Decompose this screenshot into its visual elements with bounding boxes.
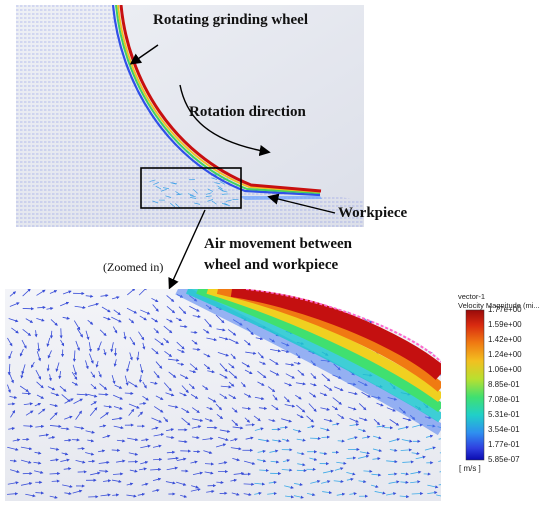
velocity-vector <box>412 493 423 494</box>
workpiece-label: Workpiece <box>338 205 407 222</box>
velocity-vector <box>441 341 446 345</box>
rotation-label: Rotation direction <box>189 104 306 121</box>
velocity-vector <box>442 308 449 314</box>
legend-unit: [ m/s ] <box>459 464 481 473</box>
velocity-vector <box>441 360 447 367</box>
velocity-vector <box>246 425 255 426</box>
legend-tick-label: 1.06e+00 <box>488 365 522 374</box>
velocity-vector <box>442 392 448 398</box>
air-movement-label-line1: Air movement between <box>204 236 352 253</box>
legend-title-line1: vector-1 <box>458 292 548 301</box>
color-legend <box>466 310 484 460</box>
legend-tick-label: 3.54e-01 <box>488 425 520 434</box>
velocity-vector <box>112 450 120 451</box>
velocity-vector <box>440 451 449 453</box>
velocity-vector <box>441 418 447 422</box>
velocity-vector <box>51 331 52 338</box>
velocity-vector <box>8 404 15 405</box>
legend-tick-label: 1.77e-01 <box>488 440 520 449</box>
legend-tick-label: 1.59e+00 <box>488 320 522 329</box>
legend-tick-label: 7.08e-01 <box>488 395 520 404</box>
velocity-vector <box>10 461 16 462</box>
zoomed-panel <box>5 288 450 501</box>
legend-tick-label: 5.31e-01 <box>488 410 520 419</box>
velocity-vector <box>440 375 447 376</box>
velocity-vector <box>440 470 450 472</box>
zoomed-in-label: (Zoomed in) <box>103 260 163 275</box>
velocity-vector <box>216 482 223 483</box>
air-movement-label-line2: wheel and workpiece <box>204 257 338 274</box>
legend-tick-label: 1.24e+00 <box>488 350 522 359</box>
legend-tick-label: 1.77e+00 <box>488 305 522 314</box>
legend-tick-label: 8.85e-01 <box>488 380 520 389</box>
legend-colorbar <box>466 310 484 460</box>
wheel-label: Rotating grinding wheel <box>153 12 308 29</box>
legend-tick-label: 1.42e+00 <box>488 335 522 344</box>
legend-tick-label: 5.85e-07 <box>488 455 520 464</box>
velocity-vector <box>35 493 43 494</box>
velocity-vector <box>99 394 108 395</box>
velocity-vector <box>259 470 268 471</box>
velocity-vector <box>22 393 30 394</box>
velocity-vector <box>153 459 161 460</box>
